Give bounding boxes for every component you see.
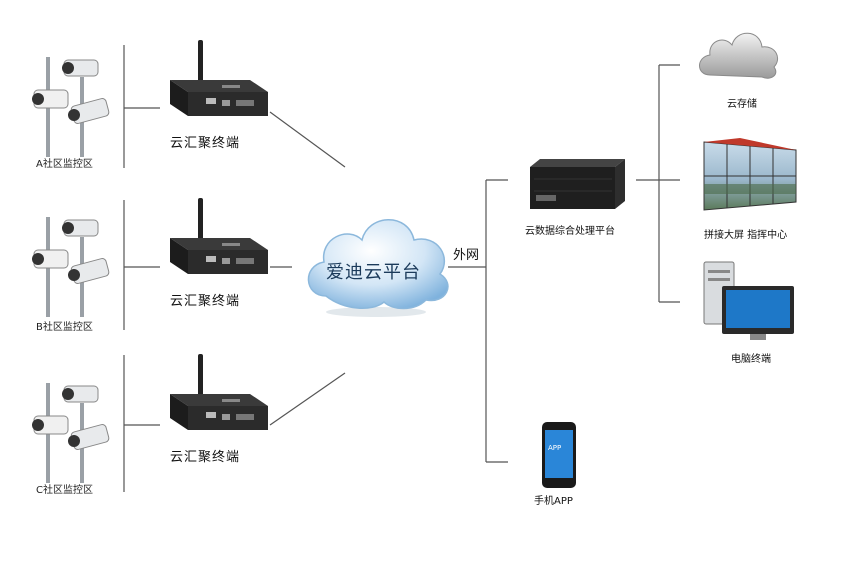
zone-label-a: A社区监控区 [36,159,93,170]
terminal-b-icon [170,198,268,274]
terminal-a-icon [170,40,268,116]
camera-group-a-icon [32,57,110,157]
terminal-label-b: 云汇聚终端 [170,294,241,309]
terminal-label-c: 云汇聚终端 [170,450,241,465]
cloud-platform-label: 爱迪云平台 [326,262,421,283]
processing-label: 云数据综合处理平台 [525,226,615,237]
server-chassis-icon [530,159,625,209]
storage-label: 云存储 [727,99,757,110]
zone-label-c: C社区监控区 [36,485,93,496]
wan-label: 外网 [453,248,480,263]
mobile-label: 手机APP [534,496,573,507]
camera-group-c-icon [32,383,110,483]
camera-group-b-icon [32,217,110,317]
terminal-label-a: 云汇聚终端 [170,136,241,151]
cloud-storage-icon [699,32,778,79]
pc-terminal-icon [703,261,794,340]
mobile-phone-icon [542,422,576,488]
terminal-c-icon [170,354,268,430]
video-wall-icon [703,138,797,211]
cloud-platform-icon [307,219,449,317]
video-wall-label: 拼接大屏 指挥中心 [704,230,788,241]
pc-label: 电脑终端 [731,354,771,365]
zone-label-b: B社区监控区 [36,322,93,333]
app-screen-text: APP [548,444,562,452]
